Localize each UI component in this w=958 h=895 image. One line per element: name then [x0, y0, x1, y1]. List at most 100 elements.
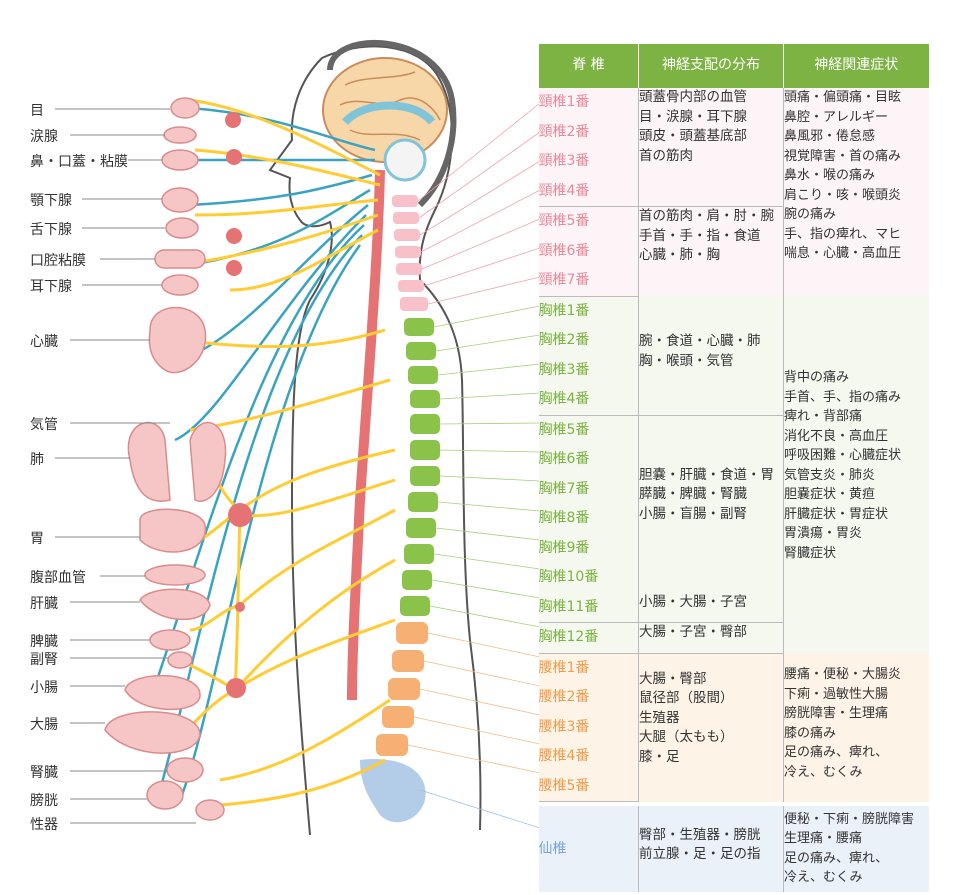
organ-eye [170, 97, 200, 119]
corpus-callosum [342, 101, 436, 125]
vertebra-l4: 腰椎4番 [538, 748, 590, 764]
distribution-t12: 大腸・子宮・臀部 [638, 622, 784, 654]
anatomy-svg [55, 40, 541, 836]
vertebra-c7: 頸椎7番 [538, 266, 639, 297]
symptoms-cervical: 頭痛・偏頭痛・目眩 鼻腔・アレルギー 鼻風邪・倦怠感 視覚障害・首の痛み 鼻水・… [783, 88, 929, 296]
vertebra-t5: 胸椎5番 [538, 414, 639, 445]
organ-label-small-intestine: 小腸 [30, 680, 58, 696]
vertebra-t11: 胸椎11番 [538, 598, 599, 615]
organ-leader-lines [55, 108, 196, 824]
organ-label-heart: 心臓 [30, 334, 58, 350]
ganglia [225, 112, 252, 698]
organ-label-nasal: 鼻・口蓋・粘膜 [30, 154, 128, 170]
table-row: 頸椎1番 頭蓋骨内部の血管 目・涙腺・耳下腺 頭皮・頭蓋基底部 首の筋肉 頭痛・… [538, 88, 929, 296]
organ-kidney [166, 757, 204, 783]
cerebellum [383, 138, 427, 182]
vertebra-c3: 頸椎3番 [538, 153, 590, 169]
organ-lung-left [127, 421, 171, 502]
organs [104, 97, 227, 821]
vertebra-t6: 胸椎6番 [538, 451, 590, 467]
vertebra-l3: 腰椎3番 [538, 718, 590, 735]
table-row: 胸椎1番 腕・食道・心臓・肺 胸・喉頭・気管 背中の痛み 手首、手、指の痛み 痺… [538, 296, 929, 653]
face-outline [268, 57, 333, 836]
vertebra-t10: 胸椎10番 [538, 569, 599, 585]
organ-spleen [149, 629, 191, 651]
lumbar-vertebrae [376, 622, 428, 756]
organ-small-intestine [124, 674, 201, 711]
distribution-t11: 小腸・大腸・子宮 [638, 592, 784, 623]
vertebra-t3: 胸椎3番 [538, 361, 590, 378]
symptoms-thoracic: 背中の痛み 手首、手、指の痛み 痺れ・背部痛 消化不良・高血圧 呼吸困難・心臓症… [783, 296, 929, 653]
organ-lung-right [189, 421, 227, 502]
organ-adrenal [167, 651, 193, 669]
vertebra-l5: 腰椎5番 [538, 771, 639, 802]
brain [322, 57, 448, 163]
spine-nerve-table: 脊 椎 神経支配の分布 神経関連症状 頸椎1番 頭蓋骨内部の血管 目・涙腺・耳下… [538, 44, 929, 892]
vertebra-t1: 胸椎1番 [538, 302, 590, 319]
header-symptoms: 神経関連症状 [783, 44, 929, 88]
organ-sublingual [165, 217, 199, 239]
vertebra-l2: 腰椎2番 [538, 689, 590, 705]
vertebra-t4: 胸椎4番 [538, 391, 590, 407]
cervical-vertebrae [392, 195, 428, 311]
organ-submandibular [161, 187, 199, 213]
distribution-t1-4: 腕・食道・心臓・肺 胸・喉頭・気管 [638, 296, 784, 415]
organ-oral-mucosa [154, 249, 206, 269]
distribution-c5-7: 首の筋肉・肩・肘・腕 手首・手・指・食道 心臓・肺・胸 [638, 206, 784, 296]
organ-liver [139, 588, 211, 621]
table-row: 仙椎 臀部・生殖器・膀胱 前立腺・足・足の指 便秘・下痢・膀胱障害 生理痛・腰痛… [538, 805, 929, 892]
distribution-t5-10: 胆嚢・肝臓・食道・胃 膵臓・脾臓・腎臓 小腸・盲腸・副腎 [638, 414, 784, 593]
organ-label-parotid: 耳下腺 [30, 279, 72, 295]
vertebra-c1: 頸椎1番 [538, 94, 590, 110]
vertebra-leader-lines [407, 102, 541, 829]
vertebra-t8: 胸椎8番 [538, 510, 590, 526]
vertebra-t7: 胸椎7番 [538, 480, 590, 497]
organ-label-abdominal-vessels: 腹部血管 [30, 570, 86, 586]
organ-label-spleen: 脾臓 [30, 634, 58, 650]
organ-label-large-intestine: 大腸 [30, 717, 58, 733]
organ-label-liver: 肝臓 [30, 596, 58, 612]
organ-label-stomach: 胃 [30, 531, 44, 547]
vertebra-c4: 頸椎4番 [538, 182, 590, 199]
organ-label-bladder: 膀胱 [30, 793, 58, 809]
spinal-cord [347, 169, 385, 701]
vertebra-c5: 頸椎5番 [538, 206, 639, 237]
distribution-c1-4: 頭蓋骨内部の血管 目・涙腺・耳下腺 頭皮・頭蓋基底部 首の筋肉 [638, 88, 784, 207]
organ-heart [148, 306, 207, 374]
organ-label-oral-mucosa: 口腔粘膜 [30, 253, 86, 269]
organ-label-genitals: 性器 [30, 817, 58, 833]
nervous-system-illustration: 目 涙腺 鼻・口蓋・粘膜 顎下腺 舌下腺 口腔粘膜 耳下腺 心臓 気管 肺 胃 … [30, 40, 541, 836]
organ-large-intestine [104, 711, 201, 754]
table-row: 腰椎1番 大腸・臀部 鼠径部（股間） 生殖器 大腿（太もも） 膝・足 腰痛・便秘… [538, 653, 929, 802]
organ-label-lacrimal: 涙腺 [30, 129, 58, 145]
organ-stomach [139, 508, 206, 553]
thoracic-vertebrae [400, 318, 440, 616]
organ-label-lung: 肺 [30, 452, 44, 468]
header-vertebra: 脊 椎 [538, 44, 639, 88]
vertebra-l1: 腰椎1番 [538, 659, 590, 676]
vertebra-t9: 胸椎9番 [538, 539, 590, 556]
symptoms-lumbar: 腰痛・便秘・大腸炎 下痢・過敏性大腸 膀胱障害・生理痛 膝の痛み 足の痛み、痺れ… [783, 653, 929, 802]
organ-lacrimal [163, 126, 197, 144]
organ-label-adrenal: 副腎 [30, 652, 58, 668]
symptoms-sacral: 便秘・下痢・膀胱障害 生理痛・腰痛 足の痛み、痺れ、 冷え、むくみ [783, 805, 929, 892]
distribution-sacral: 臀部・生殖器・膀胱 前立腺・足・足の指 [638, 805, 784, 892]
body-outline [321, 45, 482, 831]
head-shell [327, 40, 457, 208]
vertebra-sacrum: 仙椎 [538, 840, 567, 857]
header-distribution: 神経支配の分布 [638, 44, 784, 88]
distribution-lumbar: 大腸・臀部 鼠径部（股間） 生殖器 大腿（太もも） 膝・足 [638, 653, 784, 802]
organ-nasal [161, 149, 199, 171]
vertebra-c6: 頸椎6番 [538, 242, 590, 259]
table-row: 頸椎5番 首の筋肉・肩・肘・腕 手首・手・指・食道 心臓・肺・胸 [538, 206, 929, 296]
vertebra-t12: 胸椎12番 [538, 622, 639, 654]
organ-label-sublingual: 舌下腺 [30, 222, 72, 238]
organ-parotid [161, 274, 199, 296]
organ-label-kidney: 腎臓 [30, 765, 58, 781]
organ-label-eye: 目 [30, 103, 44, 119]
organ-bladder [146, 780, 184, 810]
vertebra-t2: 胸椎2番 [538, 332, 590, 348]
vertebra-c2: 頸椎2番 [538, 123, 590, 140]
sacrum [360, 759, 426, 823]
organ-label-trachea: 気管 [30, 417, 58, 433]
